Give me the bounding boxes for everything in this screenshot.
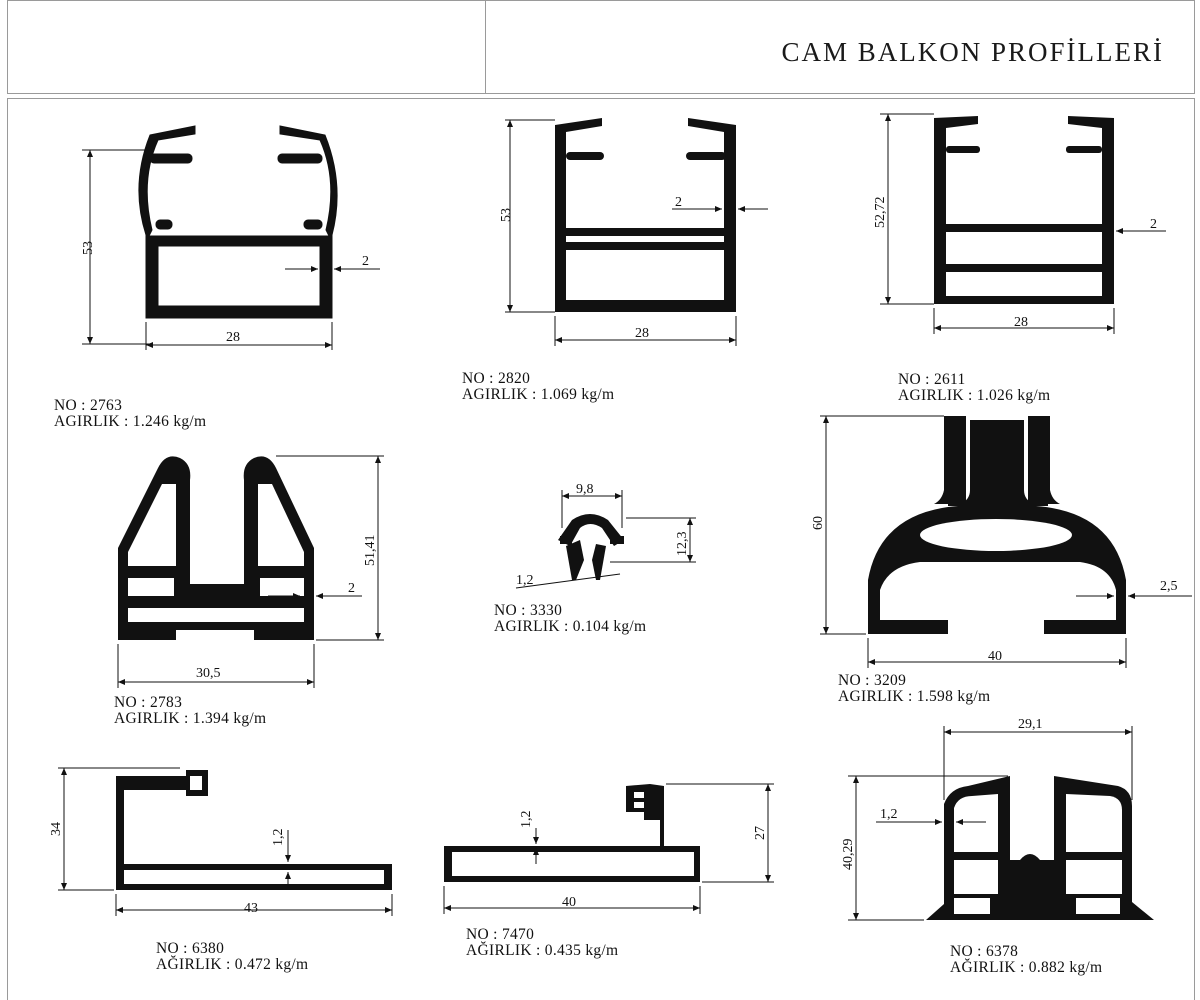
dim-3330-width: 9,8 [576, 482, 594, 497]
profile-7470-dimensions [443, 783, 774, 914]
dim-2763-wall: 2 [362, 254, 369, 269]
dim-2820-height: 53 [499, 208, 514, 222]
profile-weight: AGIRLIK : 1.394 kg/m [114, 710, 267, 727]
dim-2783-height: 51,41 [363, 535, 378, 567]
profile-label-2611: NO : 2611 AGIRLIK : 1.026 kg/m [898, 372, 1050, 404]
profile-label-2783: NO : 2783 AGIRLIK : 1.394 kg/m [114, 695, 266, 727]
dim-2783-wall: 2 [348, 581, 355, 596]
profile-label-6380: NO : 6380 AĞIRLIK : 0.472 kg/m [156, 941, 308, 973]
profile-3209-dimensions [820, 415, 1192, 668]
profile-weight: AGIRLIK : 1.026 kg/m [898, 387, 1051, 404]
dim-3209-width: 40 [988, 649, 1002, 664]
dim-3209-height: 60 [811, 516, 826, 530]
profile-2820-inner [568, 160, 722, 298]
profile-number: NO : 6380 [156, 940, 225, 957]
profile-number: NO : 3330 [494, 602, 563, 619]
profile-number: NO : 2783 [114, 694, 183, 711]
profile-3330-dimensions [515, 490, 696, 589]
profile-weight: AGIRLIK : 1.598 kg/m [838, 688, 991, 705]
profile-6378-inner [954, 794, 1122, 914]
profile-6380-dimensions [58, 767, 393, 916]
profile-label-6378: NO : 6378 AĞIRLIK : 0.882 kg/m [950, 944, 1102, 976]
dim-2783-width: 30,5 [196, 666, 221, 681]
profile-6378-dimensions [848, 726, 1133, 921]
profile-2820-shape [555, 118, 736, 312]
profile-2611-dimensions [880, 113, 1166, 334]
dim-2763-height: 53 [81, 241, 96, 255]
profile-number: NO : 3209 [838, 672, 907, 689]
dim-2611-width: 28 [1014, 315, 1028, 330]
profile-label-3330: NO : 3330 AGIRLIK : 0.104 kg/m [494, 603, 646, 635]
drawing-frame [7, 98, 1195, 1000]
profile-2783-inner [128, 484, 304, 640]
page-title: CAM BALKON PROFİLLERİ [781, 37, 1164, 67]
dim-2611-wall: 2 [1150, 217, 1157, 232]
dim-2763-width: 28 [226, 330, 240, 345]
profile-2763-shape [138, 125, 338, 319]
dim-6378-width: 29,1 [1018, 717, 1043, 732]
profile-number: NO : 2820 [462, 370, 531, 387]
profile-3209-inner [920, 519, 1072, 551]
profile-weight: AGIRLIK : 0.104 kg/m [494, 618, 647, 635]
dim-3330-height: 12,3 [675, 532, 690, 557]
dim-3330-wall: 1,2 [516, 573, 534, 588]
dim-2820-wall: 2 [675, 195, 682, 210]
dim-2611-height: 52,72 [873, 197, 888, 229]
profile-7470-inner [452, 792, 694, 876]
profile-number: NO : 2611 [898, 371, 966, 388]
profile-label-2820: NO : 2820 AGIRLIK : 1.069 kg/m [462, 371, 614, 403]
profile-2763-dimensions [82, 149, 380, 350]
dim-3209-wall: 2,5 [1160, 579, 1178, 594]
profile-6380-inner [124, 776, 384, 884]
profile-weight: AĞIRLIK : 0.435 kg/m [466, 942, 619, 959]
dim-6378-wall: 1,2 [880, 807, 898, 822]
dim-6380-width: 43 [244, 901, 258, 916]
header-box: CAM BALKON PROFİLLERİ [7, 0, 1195, 94]
profile-3330-shape [558, 514, 624, 580]
profile-number: NO : 7470 [466, 926, 535, 943]
profile-label-7470: NO : 7470 AĞIRLIK : 0.435 kg/m [466, 927, 618, 959]
profile-2611-shape [934, 116, 1114, 304]
profile-weight: AĞIRLIK : 0.472 kg/m [156, 956, 309, 973]
profile-weight: AĞIRLIK : 0.882 kg/m [950, 959, 1103, 976]
dim-6378-height: 40,29 [841, 839, 856, 871]
profile-2820-dimensions [505, 119, 768, 346]
dim-6380-wall: 1,2 [271, 829, 286, 847]
dim-7470-height: 27 [753, 826, 768, 840]
dim-2820-width: 28 [635, 326, 649, 341]
dim-7470-width: 40 [562, 895, 576, 910]
header-divider [485, 1, 486, 93]
profile-label-3209: NO : 3209 AGIRLIK : 1.598 kg/m [838, 673, 990, 705]
dim-6380-height: 34 [49, 822, 64, 836]
profile-number: NO : 2763 [54, 397, 123, 414]
profile-weight: AGIRLIK : 1.069 kg/m [462, 386, 615, 403]
profile-weight: AGIRLIK : 1.246 kg/m [54, 413, 207, 430]
profile-number: NO : 6378 [950, 943, 1019, 960]
profile-label-2763: NO : 2763 AGIRLIK : 1.246 kg/m [54, 398, 206, 430]
profile-2783-dimensions [117, 455, 384, 688]
dim-7470-wall: 1,2 [519, 811, 534, 829]
